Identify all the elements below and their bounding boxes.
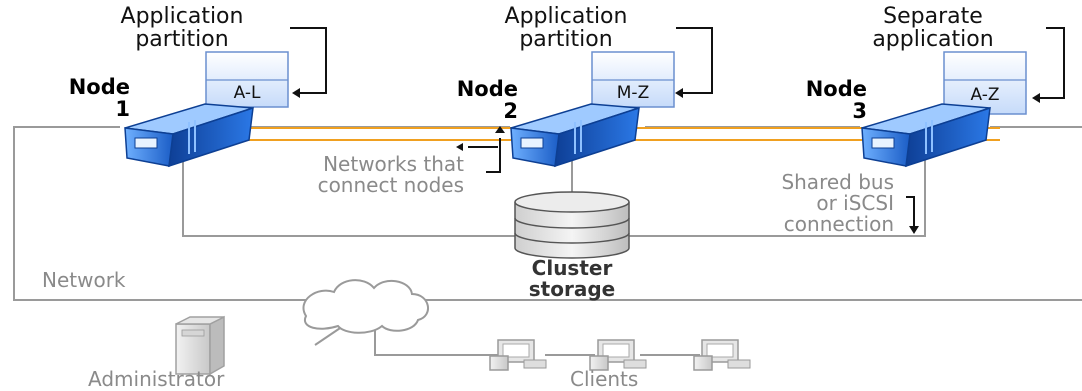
client-computer-icon xyxy=(589,339,647,371)
shared-bus-label: Shared bus or iSCSI connection xyxy=(652,172,894,235)
node-label-2-line1: Node xyxy=(456,77,518,101)
client-computer-icon xyxy=(693,339,751,371)
shared-bus-label-line1: Shared bus xyxy=(781,170,894,194)
administrator-label: Administrator xyxy=(88,367,225,391)
partition-range-3: A-Z xyxy=(970,85,1000,105)
cloud-icon xyxy=(302,279,429,334)
partition-label-3-line2: application xyxy=(872,27,994,53)
partition-label-3: Separate application xyxy=(833,5,1033,51)
node-label-3-line2: 3 xyxy=(852,99,867,124)
shared-bus-label-line2: or iSCSI xyxy=(816,191,894,215)
cluster-storage-label-line2: storage xyxy=(528,277,616,301)
node-label-1-line2: 1 xyxy=(115,97,130,122)
node-label-3-line1: Node xyxy=(805,77,867,101)
node-label-2: Node 2 xyxy=(438,78,518,122)
administrator-server-icon xyxy=(175,315,225,376)
partition-label-3-line1: Separate xyxy=(883,4,983,29)
partition-box-1 xyxy=(205,51,289,108)
partition-label-2-line1: Application xyxy=(504,4,628,29)
partition-label-1-line1: Application xyxy=(120,4,244,29)
node-label-1-line1: Node xyxy=(68,75,130,99)
server-icon xyxy=(510,103,640,168)
node-label-3: Node 3 xyxy=(787,78,867,122)
storage-disk-icon xyxy=(514,191,630,259)
private-networks-label-line2: connect nodes xyxy=(317,173,464,197)
client-computer-icon xyxy=(489,339,547,371)
private-networks-label: Networks that connect nodes xyxy=(224,154,464,196)
clients-label: Clients xyxy=(570,367,639,391)
node-label-1: Node 1 xyxy=(50,76,130,120)
private-networks-label-line1: Networks that xyxy=(323,152,464,176)
network-label: Network xyxy=(42,268,126,292)
partition-range-1: A-L xyxy=(233,83,261,103)
partition-label-2: Application partition xyxy=(466,5,666,51)
partition-label-1: Application partition xyxy=(82,5,282,51)
partition-box-3 xyxy=(943,51,1027,115)
server-icon xyxy=(861,103,991,168)
server-icon xyxy=(124,103,254,168)
partition-label-2-line2: partition xyxy=(519,27,613,53)
cluster-storage-label-line1: Cluster xyxy=(531,256,613,280)
bracket-arrows xyxy=(290,27,1065,228)
cluster-storage-label: Cluster storage xyxy=(492,258,652,300)
partition-range-2: M-Z xyxy=(616,83,650,103)
arrow-heads xyxy=(292,88,1040,234)
partition-label-1-line2: partition xyxy=(135,27,229,53)
node-label-2-line2: 2 xyxy=(503,99,518,124)
partition-box-2 xyxy=(591,51,675,108)
shared-bus-label-line3: connection xyxy=(783,212,894,236)
